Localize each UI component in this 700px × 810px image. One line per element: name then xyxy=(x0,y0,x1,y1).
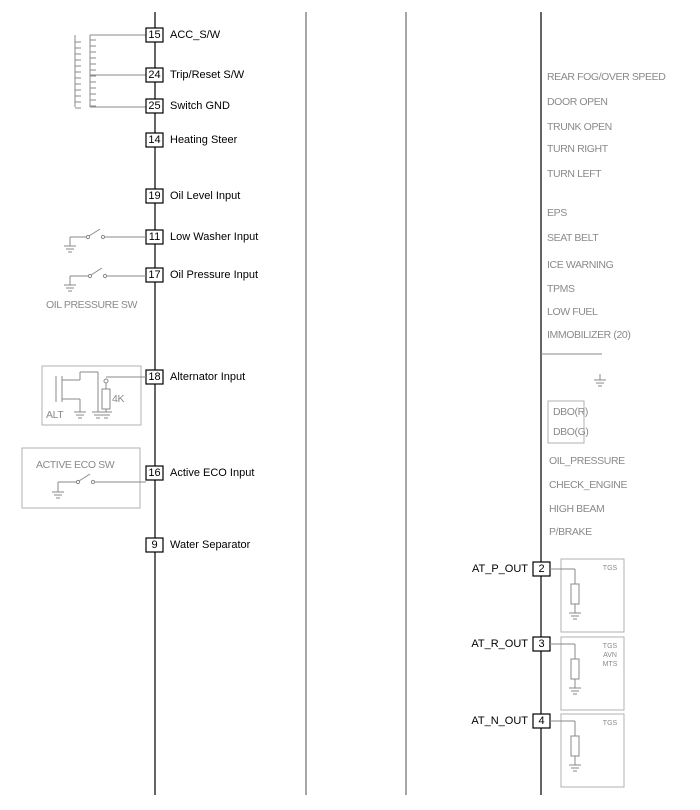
pin-number: 25 xyxy=(148,100,160,112)
low-washer-switch xyxy=(64,228,146,253)
load-box-label: AVN xyxy=(603,652,617,659)
signal-label: Oil Pressure Input xyxy=(170,269,258,281)
signal-label: Water Separator xyxy=(170,539,251,551)
signal-label: ACC_S/W xyxy=(170,29,221,41)
output-at-r-out: AT_R_OUT 3 TGS AVN MTS xyxy=(471,636,625,711)
pin-number: 2 xyxy=(538,563,544,575)
dbo-g-label: DBO(G) xyxy=(553,426,589,438)
output-label: AT_P_OUT xyxy=(472,563,528,575)
pin-number: 18 xyxy=(148,371,160,383)
pin-number: 9 xyxy=(151,539,157,551)
pin-number: 15 xyxy=(148,29,160,41)
pin-box xyxy=(145,67,164,83)
signal-label: Oil Level Input xyxy=(170,190,240,202)
pin-box xyxy=(145,188,164,204)
resistor xyxy=(570,658,580,680)
active-eco-sw-label: ACTIVE ECO SW xyxy=(36,459,115,471)
pin-box xyxy=(145,27,164,43)
indicator-label: EPS xyxy=(547,207,567,219)
signal-label: Active ECO Input xyxy=(170,467,254,479)
indicator-label: CHECK_ENGINE xyxy=(549,479,627,491)
signal-label: Heating Steer xyxy=(170,134,238,146)
load-box xyxy=(560,636,625,711)
pin-row-16: 16 Active ECO Input xyxy=(145,465,254,481)
oil-pressure-sw-label: OIL PRESSURE SW xyxy=(46,299,138,311)
indicator-label: TURN RIGHT xyxy=(547,143,609,155)
pin-row-25: 25 Switch GND xyxy=(145,98,230,114)
pin-row-24: 24 Trip/Reset S/W xyxy=(145,67,245,83)
signal-label: Low Washer Input xyxy=(170,231,258,243)
alt-label: ALT xyxy=(46,409,64,421)
indicator-label: P/BRAKE xyxy=(549,526,592,538)
indicator-label: TURN LEFT xyxy=(547,168,602,180)
pin-number: 24 xyxy=(148,69,160,81)
pin-number: 19 xyxy=(148,190,160,202)
pin-row-9: 9 Water Separator xyxy=(145,537,251,553)
oil-pressure-switch: OIL PRESSURE SW xyxy=(46,267,146,311)
dbo-box: DBO(R) DBO(G) xyxy=(547,400,589,444)
pin-box xyxy=(145,98,164,114)
dbo-r-label: DBO(R) xyxy=(553,406,588,418)
indicator-label: SEAT BELT xyxy=(547,232,599,244)
indicator-label: TRUNK OPEN xyxy=(547,121,612,133)
resistor xyxy=(570,583,580,605)
pin-row-18: 18 Alternator Input xyxy=(145,369,245,385)
indicator-label: ICE WARNING xyxy=(547,259,614,271)
indicator-label: LOW FUEL xyxy=(547,306,598,318)
indicator-label: OIL_PRESSURE xyxy=(549,455,625,467)
indicator-label: HIGH BEAM xyxy=(549,503,604,515)
signal-label: Alternator Input xyxy=(170,371,245,383)
pin-row-15: 15 ACC_S/W xyxy=(145,27,221,43)
active-eco-block: ACTIVE ECO SW xyxy=(21,447,146,509)
pin-number: 17 xyxy=(148,269,160,281)
output-at-p-out: AT_P_OUT 2 TGS xyxy=(472,558,625,633)
pin-number: 16 xyxy=(148,467,160,479)
pin-row-19: 19 Oil Level Input xyxy=(145,188,240,204)
output-at-n-out: AT_N_OUT 4 TGS xyxy=(471,713,625,788)
resistor xyxy=(570,735,580,757)
load-box-label: TGS xyxy=(603,720,618,727)
pin-box xyxy=(145,465,164,481)
resistor-4k-label: 4K xyxy=(112,393,124,405)
load-box-label: TGS xyxy=(603,643,618,650)
output-label: AT_R_OUT xyxy=(471,638,528,650)
pin-row-14: 14 Heating Steer xyxy=(145,132,238,148)
indicator-label: TPMS xyxy=(547,283,575,295)
load-box-label: MTS xyxy=(603,661,618,668)
signal-label: Trip/Reset S/W xyxy=(170,69,245,81)
indicator-label: IMMOBILIZER (20) xyxy=(547,329,630,341)
signal-label: Switch GND xyxy=(170,100,230,112)
pin-box xyxy=(145,132,164,148)
output-label: AT_N_OUT xyxy=(471,715,528,727)
pin-number: 11 xyxy=(149,231,160,243)
ground-icon xyxy=(594,374,606,387)
switch-ladder xyxy=(74,34,146,109)
indicator-label: DOOR OPEN xyxy=(547,96,608,108)
load-box-label: TGS xyxy=(603,565,618,572)
pin-row-11: 11 Low Washer Input xyxy=(145,229,258,245)
pin-number: 14 xyxy=(148,134,160,146)
load-box xyxy=(560,713,625,788)
pin-row-17: 17 Oil Pressure Input xyxy=(145,267,258,283)
pin-box xyxy=(145,267,164,283)
load-box xyxy=(560,558,625,633)
pin-number: 3 xyxy=(538,638,544,650)
pin-number: 4 xyxy=(538,715,544,727)
indicator-label: REAR FOG/OVER SPEED xyxy=(547,71,666,83)
alternator-block: ALT 4K xyxy=(41,365,146,426)
pin-box xyxy=(145,537,164,553)
